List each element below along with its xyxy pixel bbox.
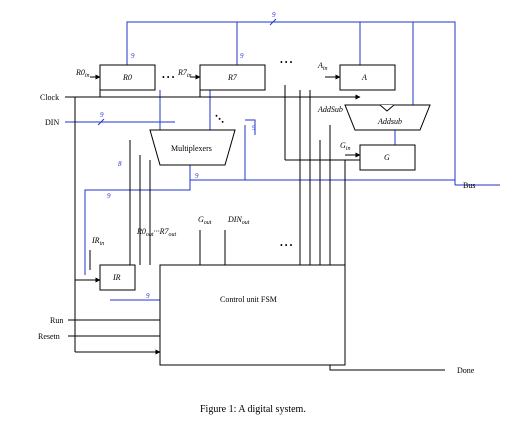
a-label: A (361, 73, 367, 82)
r7in-label: R7in (177, 68, 192, 79)
width-r0: 9 (131, 52, 135, 60)
width-bus-top: 9 (272, 11, 276, 19)
addsub-label: Addsub (377, 117, 402, 126)
signal-labels: R0in R7in Ain AddSub Gin IRin Gout DINou… (75, 61, 350, 247)
fsm-ellipsis: • • • (280, 241, 293, 250)
done-label: Done (457, 366, 475, 375)
r7-label: R7 (227, 73, 238, 82)
ir-label: IR (112, 273, 121, 282)
width-din: 9 (100, 111, 104, 119)
run-label: Run (50, 316, 63, 325)
addsub-control-label: AddSub (317, 105, 343, 114)
register-a: A (339, 64, 396, 91)
width-mux-out: 9 (195, 172, 199, 180)
width-ir-fsm: 9 (146, 292, 150, 300)
dinout-label: DINout (227, 215, 250, 226)
regs-ellipsis: • • • (162, 73, 175, 82)
ain-label: Ain (317, 61, 328, 72)
control-wires (65, 74, 445, 371)
register-r0: R0 (99, 64, 156, 91)
gout-label: Gout (198, 215, 212, 226)
width-mux-side: 9 (252, 124, 256, 132)
fsm-label: Control unit FSM (220, 295, 277, 304)
irin-label: IRin (91, 236, 104, 247)
clock-label: Clock (40, 93, 59, 102)
multiplexers: Multiplexers (149, 129, 236, 166)
g-label: G (384, 153, 390, 162)
register-r7: R7 (199, 64, 266, 91)
figure-caption: Figure 1: A digital system. (200, 404, 306, 415)
register-g: G (359, 144, 416, 171)
din-label: DIN (45, 118, 59, 127)
r0-label: R0 (122, 73, 132, 82)
resetn-label: Resetn (38, 332, 60, 341)
width-r7: 9 (240, 52, 244, 60)
mux-label: Multiplexers (171, 144, 212, 153)
bus-width-labels: 9 9 9 9 9 9 9 9 8 (97, 11, 277, 300)
top-ellipsis: • • • (280, 58, 293, 67)
diag-ellipsis: • • • (212, 112, 227, 127)
bus-label: Bus (463, 181, 475, 190)
r0in-label: R0in (75, 68, 90, 79)
io-labels: Clock DIN Bus Run Resetn Done (38, 93, 475, 375)
control-unit-fsm: Control unit FSM (159, 264, 346, 366)
gin-label: Gin (340, 141, 350, 152)
addsub-unit: Addsub (344, 104, 431, 131)
bus-wires (65, 21, 500, 301)
register-ir: IR (99, 264, 136, 291)
width-ir-bus: 9 (107, 192, 111, 200)
width-sel: 8 (118, 160, 122, 168)
r0out-r7out-label: R0out···R7out (136, 227, 176, 238)
